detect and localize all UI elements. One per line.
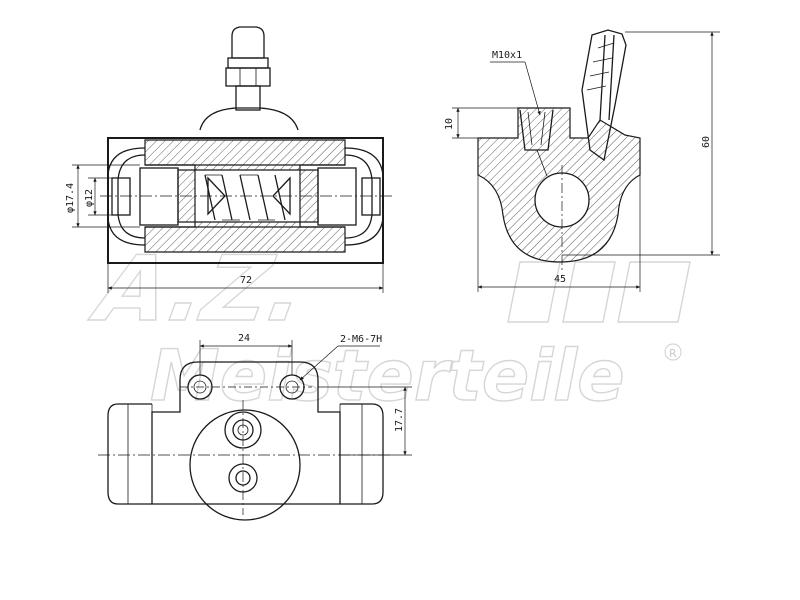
dim-width: 45 bbox=[554, 274, 566, 285]
dim-thread-holes: 2-M6-7H bbox=[340, 334, 382, 345]
dust-boot-right bbox=[344, 147, 384, 246]
watermark-stripes bbox=[507, 261, 691, 323]
watermark: A.Z. Meisterteile R bbox=[83, 237, 691, 418]
dim-height: 60 bbox=[701, 136, 712, 148]
dim-bore-diameter: φ12 bbox=[84, 189, 95, 207]
port-inlet bbox=[224, 411, 262, 449]
section-view: φ17.4 φ12 72 bbox=[65, 26, 392, 293]
dim-thread: M10x1 bbox=[492, 50, 522, 61]
top-right-cap bbox=[340, 403, 384, 505]
piston-left bbox=[139, 167, 179, 226]
end-view: M10x1 10 60 45 bbox=[444, 29, 720, 292]
registered-icon bbox=[664, 343, 682, 361]
dim-offset: 10 bbox=[444, 118, 455, 130]
piston-right bbox=[317, 167, 357, 226]
return-spring bbox=[204, 174, 291, 221]
top-view: 24 2-M6-7H 17.7 bbox=[98, 333, 412, 521]
watermark-brand: Meisterteile bbox=[150, 335, 625, 417]
end-bleeder bbox=[581, 29, 627, 162]
end-bore bbox=[534, 172, 590, 228]
dim-hole-spacing: 24 bbox=[238, 333, 250, 344]
dim-overall-length: 72 bbox=[240, 275, 252, 286]
dim-outer-diameter: φ17.4 bbox=[65, 183, 76, 213]
registered-mark: R bbox=[669, 347, 677, 360]
bleeder-screw bbox=[199, 26, 299, 131]
watermark-logo: A.Z. bbox=[84, 238, 313, 342]
dim-vertical: 17.7 bbox=[394, 408, 405, 432]
dust-boot-left bbox=[107, 147, 146, 246]
top-body bbox=[151, 361, 341, 505]
top-left-cap bbox=[107, 403, 152, 505]
top-flange bbox=[189, 409, 301, 521]
